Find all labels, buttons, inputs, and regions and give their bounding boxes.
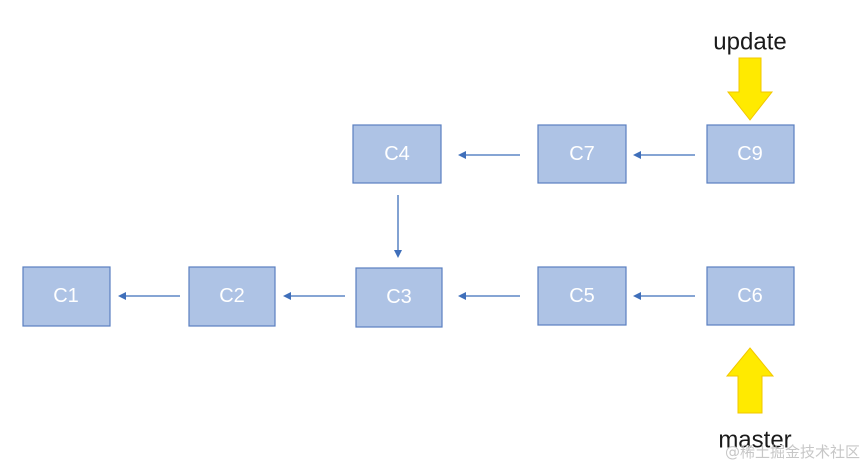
commit-node-c5: C5 [537,266,627,326]
commit-label-c5: C5 [569,285,595,307]
master-pointer-arrow-icon [725,347,775,414]
commit-node-c9: C9 [706,124,795,184]
commit-node-c4: C4 [352,124,442,184]
commit-node-c1: C1 [22,266,111,327]
site-watermark: @稀土掘金技术社区 [725,443,860,461]
commit-label-c3: C3 [386,286,412,308]
update-pointer-arrow-icon [726,57,774,121]
commit-node-c7: C7 [537,124,627,184]
update-branch-label: update [713,29,786,56]
commit-label-c7: C7 [569,143,595,165]
commit-node-c2: C2 [188,266,276,327]
commit-label-c9: C9 [737,143,763,165]
commit-label-c2: C2 [219,285,245,307]
master-branch-label: master [718,427,791,454]
commit-label-c6: C6 [737,285,763,307]
commit-label-c1: C1 [53,285,79,307]
commit-node-c6: C6 [706,266,795,326]
commit-label-c4: C4 [384,143,410,165]
commit-node-c3: C3 [355,267,443,328]
